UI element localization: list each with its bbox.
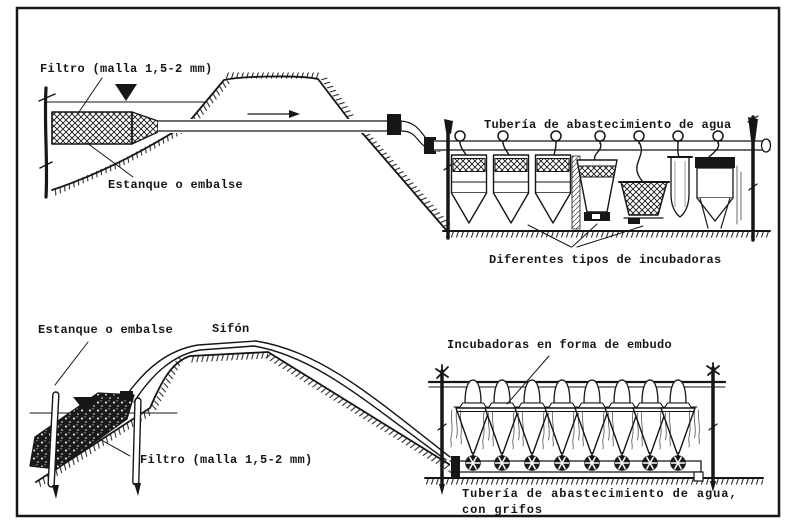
bottom-pond-stake-left bbox=[47, 391, 60, 499]
top-water-level-marker-icon bbox=[115, 84, 137, 101]
top-incubators-label: Diferentes tipos de incubadoras bbox=[489, 253, 722, 267]
top-pipe-label: Tubería de abastecimiento de agua bbox=[484, 118, 732, 132]
bottom-pond-stake-right bbox=[132, 397, 142, 496]
top-shed-post-left bbox=[443, 119, 453, 240]
bottom-filter-label: Filtro (malla 1,5-2 mm) bbox=[140, 453, 313, 467]
top-pond-label: Estanque o embalse bbox=[108, 178, 243, 192]
bottom-water-level-marker-icon bbox=[73, 397, 97, 412]
siphon-label: Sifón bbox=[212, 322, 250, 336]
bottom-terrain-hatching bbox=[36, 352, 763, 488]
incubator-widetop bbox=[695, 157, 742, 229]
bottom-diagram: Estanque o embalse Sifón Filtro (malla 1… bbox=[29, 322, 764, 517]
top-shed-post-right bbox=[747, 115, 759, 242]
top-filter-label: Filtro (malla 1,5-2 mm) bbox=[40, 62, 213, 76]
incubator-trapezoid bbox=[576, 159, 618, 221]
divider-panel bbox=[571, 155, 581, 230]
flow-arrow-icon bbox=[247, 110, 300, 118]
bottom-incubators-label: Incubadoras en forma de embudo bbox=[447, 338, 672, 352]
bottom-pond-label: Estanque o embalse bbox=[38, 323, 173, 337]
pipe-collar-icon bbox=[424, 137, 436, 154]
bottom-pipe-label-line1: Tubería de abastecimiento de agua, bbox=[462, 487, 737, 501]
top-terrain-hatching bbox=[52, 72, 770, 238]
top-filter-cylinder bbox=[51, 111, 159, 145]
siphon-pipe bbox=[125, 340, 451, 461]
top-leader-lines bbox=[78, 77, 644, 248]
bottom-supply-pipe bbox=[449, 456, 704, 482]
top-diagram: Filtro (malla 1,5-2 mm) Estanque o embal… bbox=[38, 62, 772, 267]
bottom-rack-post-left bbox=[435, 364, 449, 495]
bottom-rack-post-right bbox=[706, 362, 720, 492]
bottom-leader-lines bbox=[54, 341, 550, 457]
incubator-jar bbox=[667, 156, 693, 218]
top-pond-stake bbox=[38, 86, 56, 199]
top-terrain-line bbox=[51, 75, 448, 232]
incubator-basin bbox=[618, 181, 670, 224]
bottom-terrain-line bbox=[35, 351, 453, 483]
bottom-pipe-label-line2: con grifos bbox=[462, 503, 543, 517]
pipe-collar-icon bbox=[387, 114, 401, 135]
